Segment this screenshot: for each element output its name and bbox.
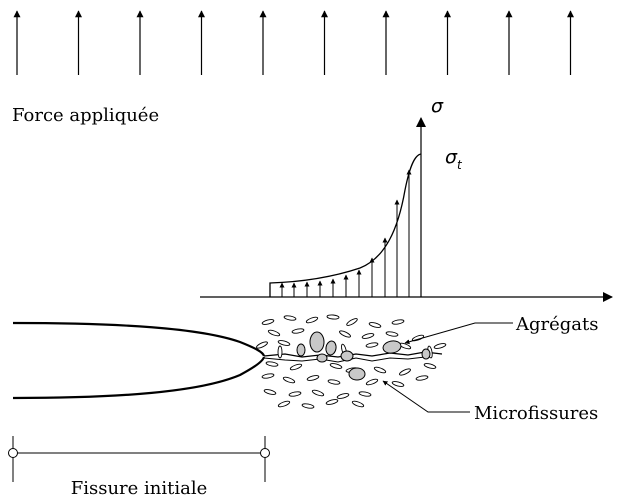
microcrack	[277, 345, 283, 359]
sigma-axis-label: σ	[431, 95, 444, 117]
microcrack	[351, 400, 365, 408]
microcrack	[283, 315, 297, 321]
microcrack	[365, 342, 379, 348]
microcrack	[339, 330, 351, 338]
microcrack	[301, 403, 315, 409]
microcrack	[391, 319, 405, 325]
microcrack	[288, 391, 302, 397]
dimension-left-end	[8, 448, 18, 458]
microcrack	[282, 376, 296, 384]
microcrack	[305, 316, 319, 324]
microcrack	[373, 366, 387, 374]
aggregate-particle	[348, 367, 366, 381]
dimension-right-end	[260, 448, 270, 458]
microcrack	[261, 373, 275, 379]
microcrack-cloud	[256, 314, 447, 409]
sigma-t-label: σt	[445, 146, 463, 172]
microcrack	[256, 341, 268, 349]
initial-crack-dimension	[8, 436, 270, 482]
microcrack	[411, 334, 425, 342]
microcrack	[261, 319, 275, 325]
aggregates-leader	[404, 322, 513, 345]
crack-upper-lip	[12, 321, 266, 357]
microcrack	[311, 389, 325, 397]
stress-distribution-arrows	[279, 169, 412, 297]
microfissures-leader	[382, 380, 470, 413]
microcrack	[433, 343, 447, 349]
microcrack	[391, 381, 405, 387]
microfissures-label: Microfissures	[474, 403, 598, 424]
microcrack	[415, 375, 429, 381]
microcrack	[277, 340, 291, 346]
microcrack	[365, 378, 379, 386]
crack-lower-lip	[12, 356, 266, 400]
aggregate-particle	[325, 340, 337, 356]
initial-crack-label: Fissure initiale	[71, 478, 208, 499]
aggregate-particle	[340, 350, 354, 362]
microcrack	[358, 391, 372, 397]
microcrack	[368, 322, 382, 328]
microcrack	[267, 329, 281, 337]
microcrack	[289, 363, 303, 371]
stress-axes	[200, 117, 613, 302]
applied-force-arrows	[13, 10, 574, 75]
microcrack	[361, 333, 375, 339]
aggregate-particle	[382, 340, 402, 354]
microcrack	[306, 375, 320, 381]
microcrack	[336, 393, 350, 399]
microcrack	[291, 328, 305, 334]
aggregate-particles	[296, 331, 431, 381]
microcrack	[325, 399, 339, 405]
microcrack	[329, 363, 343, 369]
initial-crack	[12, 321, 266, 400]
microcrack	[399, 368, 411, 376]
microcrack	[326, 314, 340, 320]
microcrack	[277, 400, 291, 408]
main-microcrack	[263, 351, 443, 358]
aggregate-particle	[296, 343, 306, 357]
aggregate-particle	[316, 353, 328, 363]
microcrack	[327, 379, 341, 385]
applied-force-label: Force appliquée	[12, 105, 159, 126]
microcrack	[423, 363, 437, 369]
microcrack	[265, 361, 279, 367]
aggregate-particle	[421, 348, 431, 360]
microcrack	[263, 389, 277, 395]
microcrack	[346, 318, 358, 326]
stress-distribution-curve	[269, 153, 422, 297]
aggregate-particle	[309, 331, 325, 353]
microcrack	[385, 331, 399, 337]
aggregates-label: Agrégats	[515, 314, 599, 335]
